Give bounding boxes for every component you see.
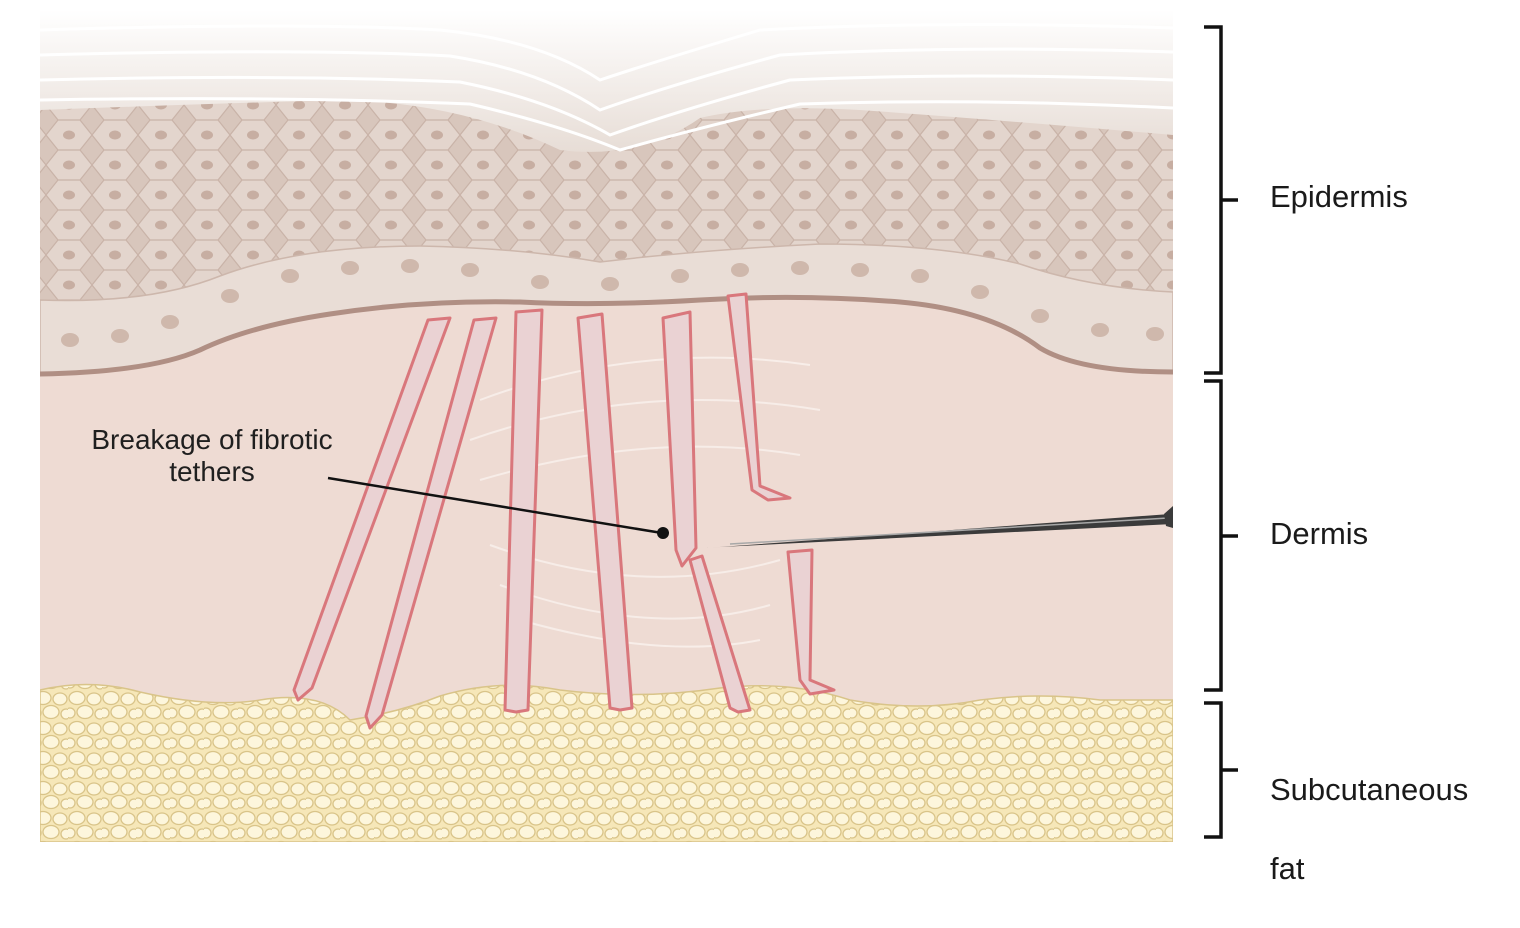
callout-label: Breakage of fibrotic tethers <box>52 424 372 488</box>
corneum-lines <box>40 22 1173 152</box>
tether-2 <box>364 316 498 730</box>
bracket-dermis <box>1204 379 1238 692</box>
label-subcutaneous-fat-line1: Subcutaneous <box>1270 771 1469 807</box>
callout-pointer <box>327 476 669 539</box>
label-subcutaneous-fat: Subcutaneous fat <box>1270 730 1468 928</box>
tether-7 <box>786 548 836 696</box>
label-subcutaneous-fat-line2: fat <box>1270 851 1305 887</box>
tether-6 <box>726 292 792 502</box>
tether-1 <box>292 316 452 702</box>
callout-line1: Breakage of fibrotic <box>91 424 333 455</box>
basal-nuclei <box>61 259 1164 347</box>
subcutaneous-fat-region <box>40 683 1173 842</box>
bracket-epidermis <box>1204 25 1238 375</box>
basement-membrane <box>40 294 1173 377</box>
tissue-block <box>40 10 1173 842</box>
label-dermis: Dermis <box>1270 516 1369 551</box>
subcision-needle <box>706 506 1173 548</box>
fibrotic-tethers <box>292 292 836 730</box>
callout-line2: tethers <box>169 456 255 488</box>
layer-brackets <box>1204 25 1238 839</box>
stratum-corneum <box>40 10 1173 152</box>
tether-5-lower <box>688 554 752 714</box>
bracket-subcutaneous-fat <box>1204 701 1238 839</box>
label-epidermis: Epidermis <box>1270 179 1408 214</box>
callout-dot <box>657 527 669 539</box>
tether-4 <box>576 312 634 712</box>
skin-cross-section-diagram <box>40 10 1238 842</box>
tether-5-upper <box>661 310 698 568</box>
